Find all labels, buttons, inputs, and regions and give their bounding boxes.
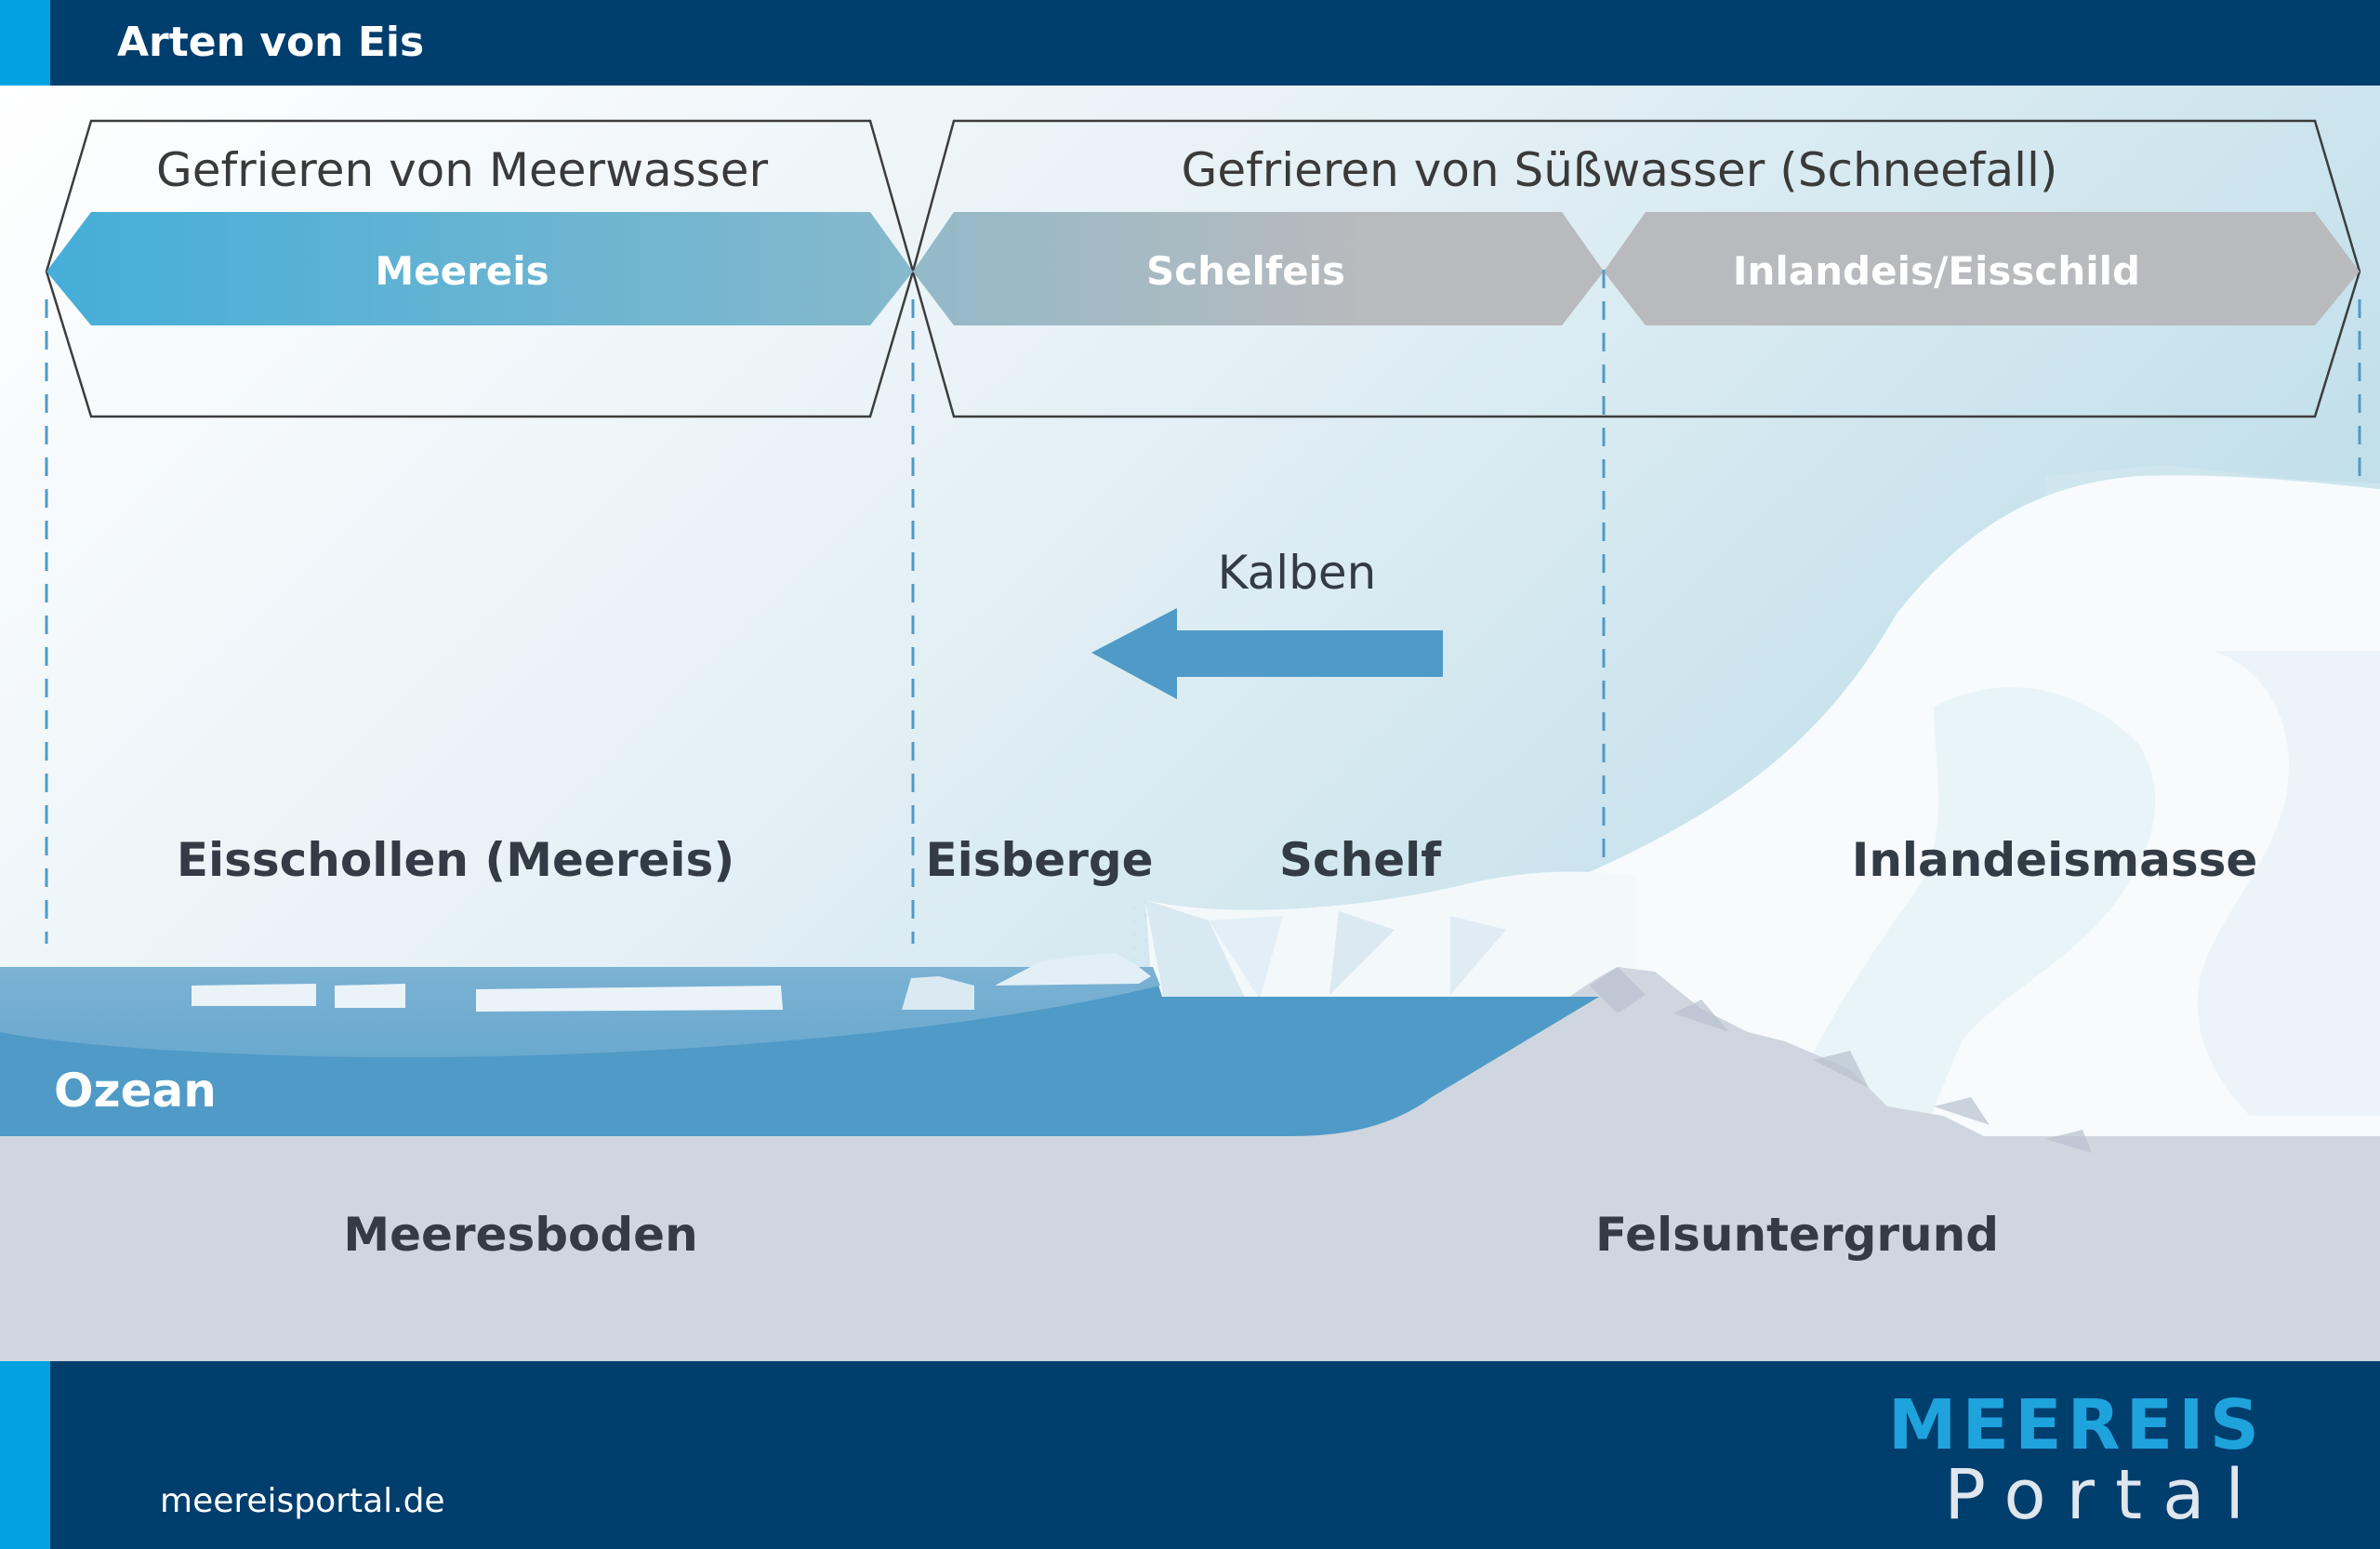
ice-floe-3 — [476, 986, 783, 1012]
icebergs — [902, 953, 1151, 1010]
label-meeresboden: Meeresboden — [343, 1208, 697, 1262]
label-inlandeismasse: Inlandeismasse — [1852, 833, 2258, 887]
ice-floe-2 — [335, 984, 405, 1008]
group-title-fresh-water: Gefrieren von Süßwasser (Schneefall) — [1182, 143, 2058, 197]
ice-floe-1 — [192, 984, 316, 1006]
label-kalben: Kalben — [1218, 546, 1377, 600]
label-schelf: Schelf — [1279, 833, 1442, 887]
header-bar — [0, 0, 2380, 86]
footer-url: meereisportal.de — [160, 1482, 445, 1520]
calving-arrow-icon — [1091, 608, 1443, 699]
ice-shade-1 — [1766, 687, 2156, 1153]
label-eisberge: Eisberge — [925, 833, 1153, 887]
band-schelfeis — [913, 212, 1604, 325]
logo-portal: Portal — [1944, 1455, 2265, 1535]
shelf-facet-2 — [1209, 916, 1283, 1000]
band-label-meereis: Meereis — [375, 248, 549, 294]
shelf-facet-3 — [1329, 911, 1395, 995]
group-title-sea-water: Gefrieren von Meerwasser — [156, 143, 769, 197]
band-meereis — [46, 212, 913, 325]
page-title: Arten von Eis — [117, 19, 424, 66]
bedrock-slope — [1283, 967, 2380, 1361]
header-accent — [0, 0, 50, 86]
boundary-guides — [45, 270, 2361, 944]
shelf-facet-4 — [1450, 916, 1506, 995]
label-felsuntergrund: Felsuntergrund — [1595, 1208, 1999, 1262]
ice-shade-2 — [2197, 651, 2380, 1116]
label-eisschollen: Eisschollen (Meereis) — [177, 833, 734, 887]
shelf-facet-1 — [1145, 900, 1246, 1000]
label-ozean: Ozean — [54, 1064, 217, 1118]
iceberg-2 — [995, 953, 1151, 986]
footer-bar — [0, 1361, 2380, 1549]
footer-accent — [0, 1361, 50, 1549]
band-label-schelfeis: Schelfeis — [1146, 248, 1345, 294]
band-inlandeis — [1604, 212, 2360, 325]
iceberg-1 — [902, 976, 974, 1010]
logo-meereis: MEEREIS — [1888, 1385, 2265, 1465]
rock-texture — [1590, 967, 2092, 1153]
ice-floes — [192, 984, 783, 1012]
band-label-inlandeis: Inlandeis/Eisschild — [1733, 248, 2140, 294]
